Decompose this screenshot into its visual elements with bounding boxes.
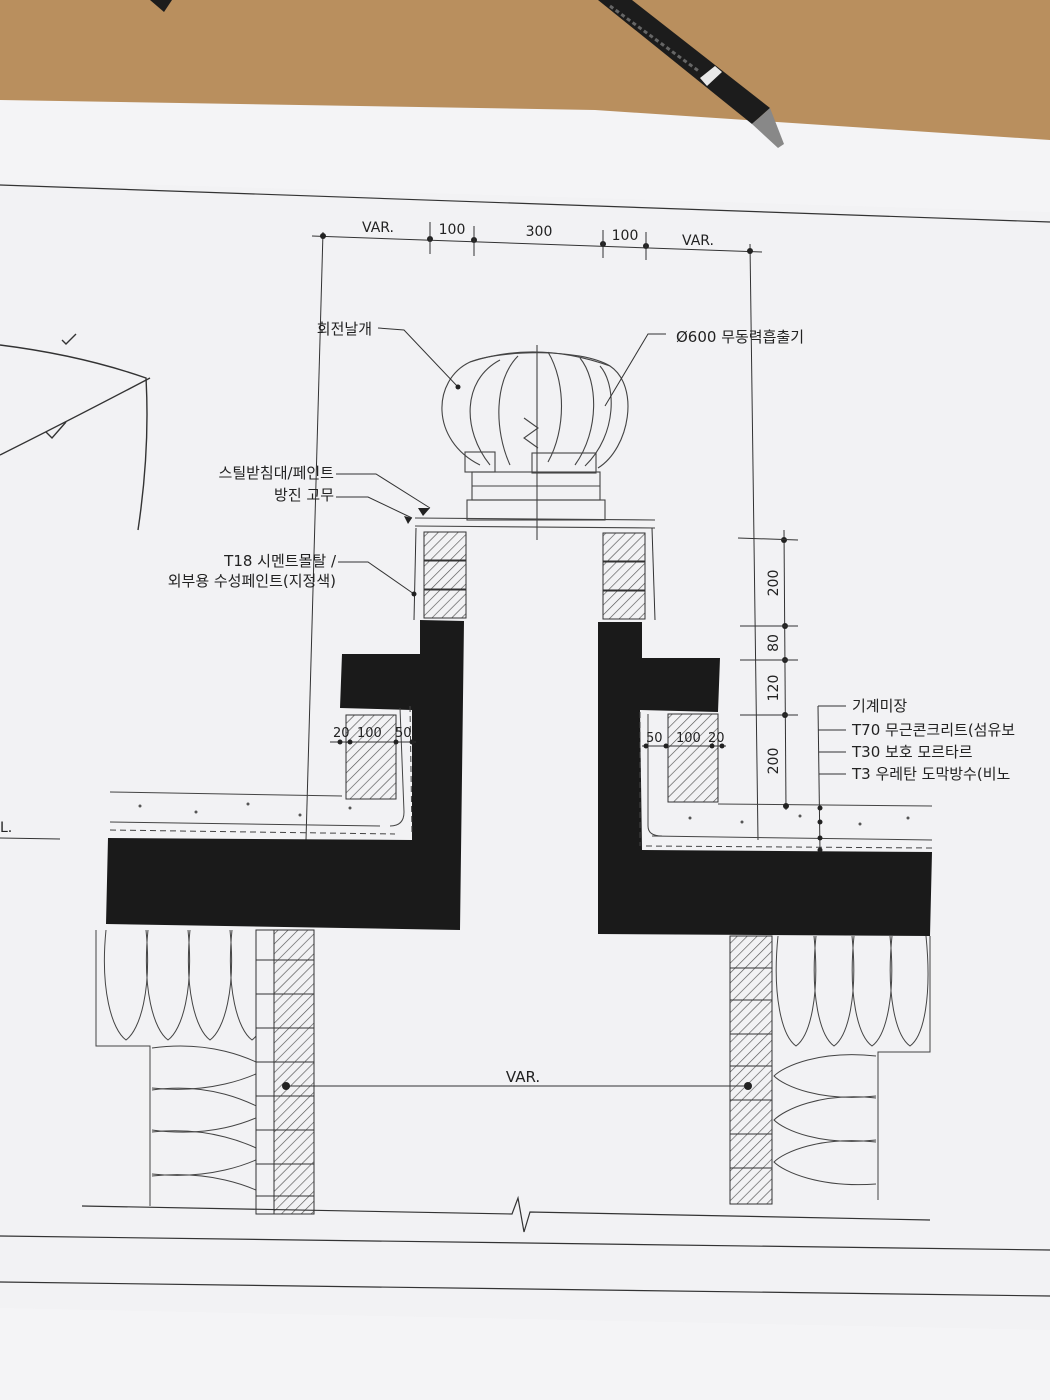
dim-bottom-var: VAR. — [506, 1068, 540, 1086]
dim-wall-left-50: 50 — [395, 726, 412, 741]
pen-cap-icon — [150, 0, 172, 12]
label-layer-concrete: T70 무근콘크리트(섬유보 — [851, 721, 1015, 739]
dim-top-var-right: VAR. — [682, 233, 714, 249]
dim-wall-left-20: 20 — [333, 726, 350, 741]
level-mark: L. — [0, 820, 12, 836]
label-layer-plaster: 기계미장 — [852, 697, 907, 715]
label-mortar-line2: 외부용 수성페인트(지정색) — [168, 572, 336, 590]
lower-wall-left — [255, 929, 315, 1215]
dim-right-200-bottom: 200 — [766, 748, 782, 775]
upstand-masonry — [345, 531, 719, 803]
concrete-structure — [106, 620, 932, 936]
right-dimension-line: 200 80 120 200 — [737, 529, 799, 811]
bottom-dimension-line: VAR. — [282, 1068, 752, 1090]
label-ventilator: Ø600 무동력흡출기 — [676, 328, 804, 346]
label-rotating-blade: 회전날개 — [317, 320, 372, 338]
dim-right-200-top: 200 — [766, 570, 782, 597]
lower-wall-right — [729, 935, 773, 1205]
ventilator-turbine — [414, 345, 656, 540]
label-layer-mortar: T30 보호 모르타르 — [851, 743, 973, 761]
dim-wall-right-50: 50 — [646, 731, 663, 746]
dim-top-100-right: 100 — [612, 228, 639, 244]
wall-dimensions-left: 20 100 50 — [330, 726, 416, 745]
roof-finish-layers — [109, 705, 933, 849]
concrete-aggregate — [138, 802, 910, 826]
dim-top-300: 300 — [526, 224, 553, 240]
dim-wall-right-20: 20 — [708, 731, 725, 746]
insulation-right — [771, 935, 931, 1200]
break-line — [81, 1195, 931, 1233]
dim-top-var-left: VAR. — [362, 220, 394, 236]
dim-wall-right-100: 100 — [676, 731, 701, 746]
label-anti-vibration: 방진 고무 — [274, 486, 334, 504]
label-steel-support: 스틸받침대/페인트 — [219, 464, 335, 482]
dim-right-80: 80 — [766, 634, 782, 652]
dim-wall-left-100: 100 — [357, 726, 382, 741]
label-mortar-line1: T18 시멘트몰탈 / — [223, 552, 337, 570]
wall-dimensions-right: 50 100 20 — [642, 731, 726, 749]
top-dimension-line: VAR. 100 300 100 VAR. — [311, 220, 763, 260]
leader-lines — [336, 327, 846, 853]
label-layer-waterproofing: T3 우레탄 도막방수(비노 — [851, 765, 1010, 783]
sketch-marks — [0, 333, 151, 531]
pen-icon — [598, 0, 784, 148]
dim-top-100-left: 100 — [439, 222, 466, 238]
dim-right-120: 120 — [766, 675, 782, 702]
